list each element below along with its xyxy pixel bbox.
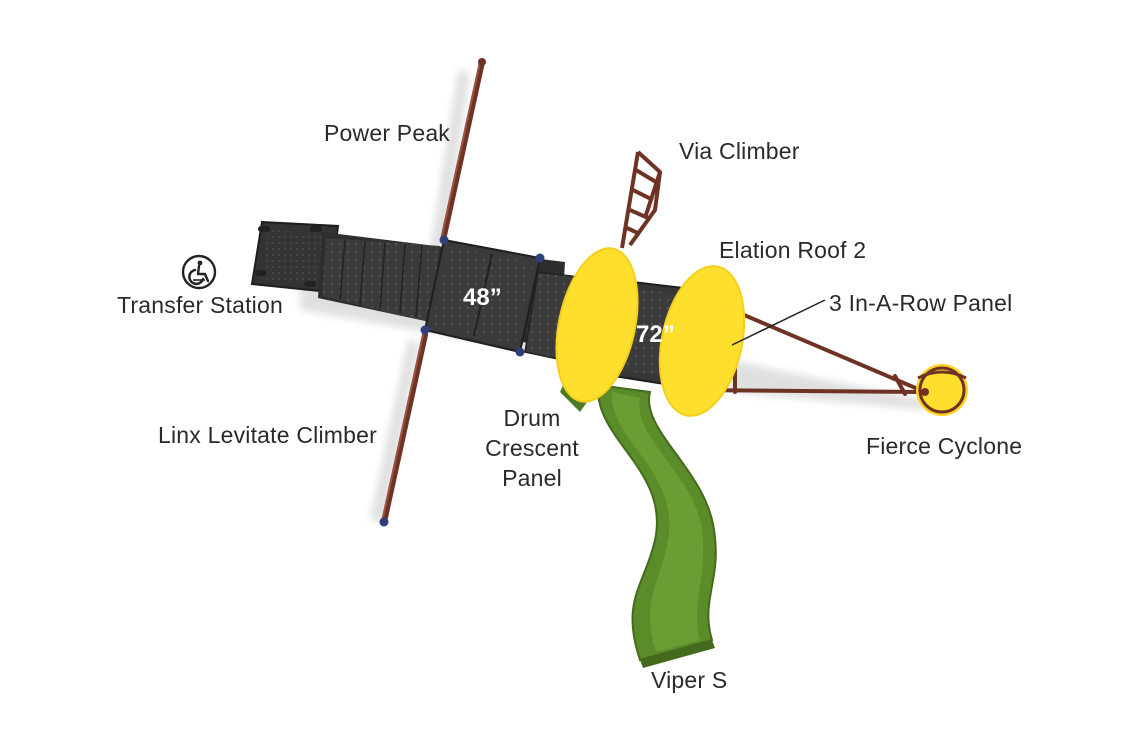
viper-s-slide — [596, 383, 717, 668]
via-climber-frame — [620, 150, 662, 249]
linx-levitate-label: Linx Levitate Climber — [158, 422, 377, 448]
power-peak-label: Power Peak — [324, 120, 451, 146]
fierce-cyclone-seat — [916, 364, 968, 416]
viper-s-label: Viper S — [651, 667, 728, 693]
three-in-a-row-label: 3 In-A-Row Panel — [829, 290, 1013, 316]
three-in-a-row-panel — [658, 265, 746, 417]
deck-72-height: 72” — [636, 321, 675, 348]
via-climber-label: Via Climber — [679, 138, 800, 164]
wheelchair-icon — [181, 254, 217, 290]
drum-crescent-line-3: Panel — [502, 465, 562, 491]
transfer-station-platform — [250, 220, 340, 294]
fierce-cyclone-label: Fierce Cyclone — [866, 433, 1023, 459]
drum-crescent-line-2: Crescent — [485, 435, 579, 461]
drum-crescent-line-1: Drum — [503, 405, 561, 431]
elation-roof-label: Elation Roof 2 — [719, 237, 867, 263]
deck-48-height: 48” — [463, 284, 502, 311]
deck-48 — [420, 235, 545, 357]
drum-crescent-label: Drum Crescent Panel — [480, 403, 584, 493]
elation-roof-2 — [555, 247, 639, 403]
transfer-station-label: Transfer Station — [117, 292, 283, 318]
power-peak-pole — [440, 58, 486, 243]
three-in-a-row-leader-line — [731, 299, 826, 346]
linx-levitate-climber-pole — [379, 332, 428, 527]
